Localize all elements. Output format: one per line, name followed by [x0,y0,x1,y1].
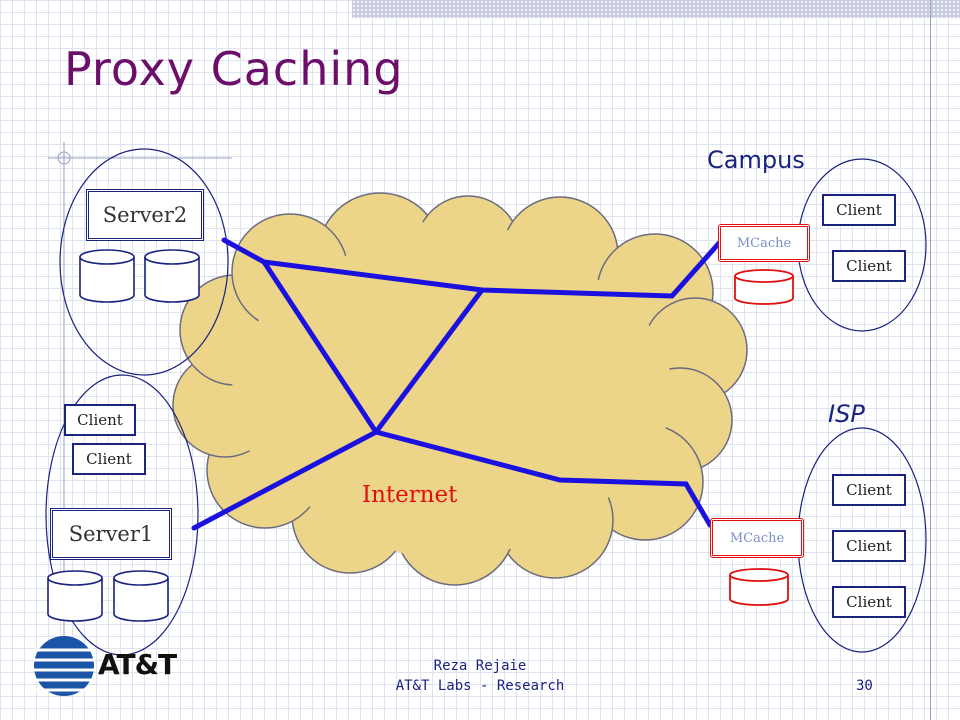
campus-label: Campus [707,146,805,174]
server1-client-2[interactable]: Client [72,443,146,475]
server1-box[interactable]: Server1 [50,508,172,560]
disk-icon [144,249,200,303]
campus-client-2[interactable]: Client [832,250,906,282]
isp-mcache-disk [729,568,789,606]
footer-author: Reza Rejaie [433,658,527,674]
server1-client-1[interactable]: Client [64,404,136,436]
att-logo-text: AT&T [98,648,177,681]
slide-footer: Reza Rejaie AT&T Labs - Research [380,656,580,696]
slide-title: Proxy Caching [64,42,404,96]
right-guide-line [930,0,931,720]
server2-group-ellipse [59,148,229,376]
server1-disks [47,570,169,622]
internet-label: Internet [362,482,458,508]
network-links [191,237,723,531]
footer-affiliation: AT&T Labs - Research [395,678,565,694]
campus-group-ellipse [797,158,927,332]
server2-box[interactable]: Server2 [86,189,204,241]
link-server1-to-isp [191,429,713,531]
server2-disks [79,249,200,303]
isp-client-1[interactable]: Client [832,474,906,506]
campus-mcache-disk [734,269,794,305]
disk-icon [79,249,135,303]
isp-label: ISP [828,400,865,428]
isp-client-3[interactable]: Client [832,586,906,618]
server1-group-ellipse [45,374,199,656]
isp-client-2[interactable]: Client [832,530,906,562]
campus-mcache-box[interactable]: MCache [718,224,810,262]
disk-icon [47,570,103,622]
link-backbone-left [261,259,379,435]
disk-icon [113,570,169,622]
campus-client-1[interactable]: Client [822,194,896,226]
header-pattern-band [352,0,960,18]
cloud-core [232,242,672,542]
link-backbone-mid [373,287,485,435]
att-globe-logo [34,636,94,696]
isp-mcache-box[interactable]: MCache [710,518,804,558]
page-number: 30 [856,678,873,694]
